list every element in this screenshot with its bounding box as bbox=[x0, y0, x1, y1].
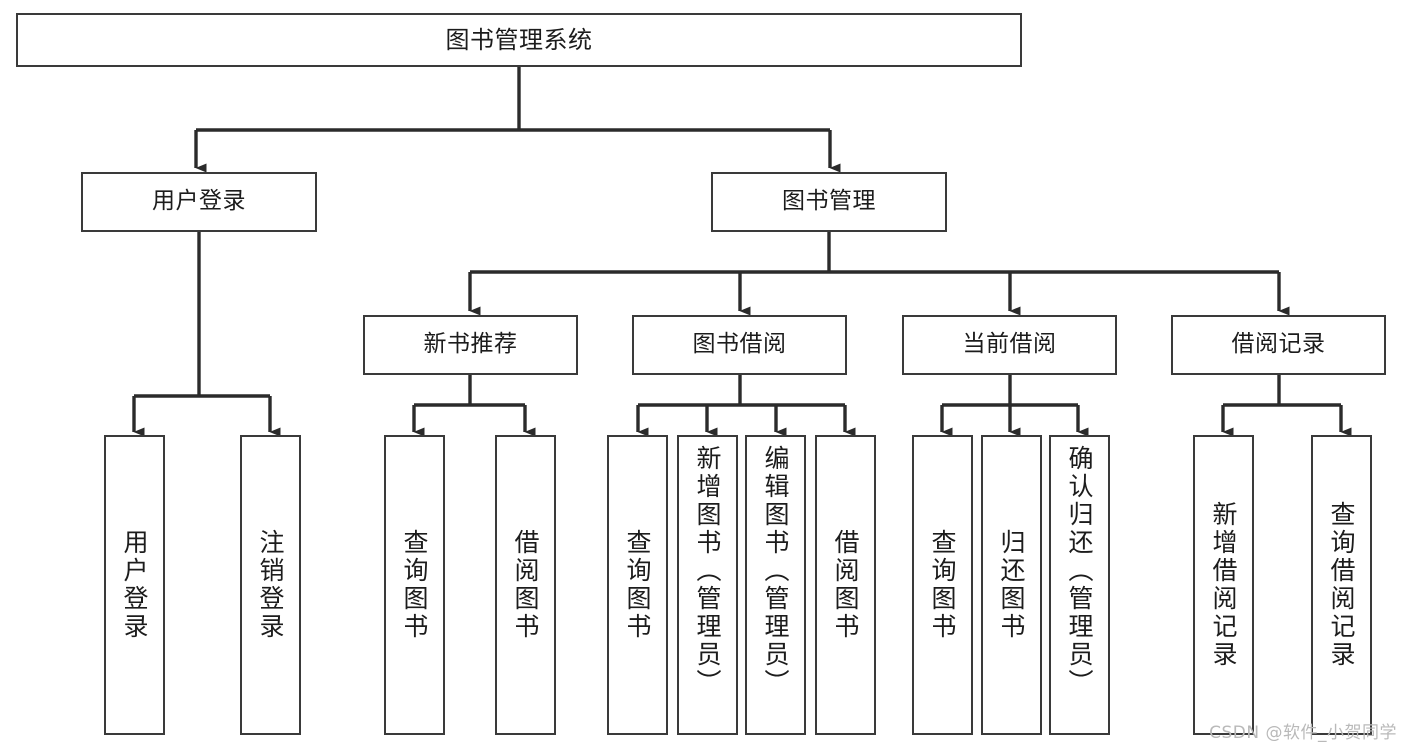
node-book-management[interactable]: 图书管理 bbox=[711, 172, 947, 232]
node-label: 借阅记录 bbox=[1231, 331, 1326, 358]
leaf-new-book-query[interactable]: 查询图书 bbox=[384, 435, 445, 735]
node-label: 查询借阅记录 bbox=[1327, 501, 1356, 669]
node-label: 注销登录 bbox=[256, 529, 285, 641]
node-current-borrow[interactable]: 当前借阅 bbox=[902, 315, 1117, 375]
node-label: 归还图书 bbox=[997, 529, 1026, 641]
node-label: 查询图书 bbox=[623, 529, 652, 641]
node-label: 用户登录 bbox=[120, 529, 149, 641]
node-label: 借阅图书 bbox=[831, 529, 860, 641]
node-label: 新增借阅记录 bbox=[1209, 501, 1238, 669]
node-label: 当前借阅 bbox=[962, 331, 1057, 358]
node-label: 图书管理系统 bbox=[445, 25, 593, 54]
node-label: 图书借阅 bbox=[692, 331, 787, 358]
leaf-record-add-record[interactable]: 新增借阅记录 bbox=[1193, 435, 1254, 735]
node-borrow-record[interactable]: 借阅记录 bbox=[1171, 315, 1386, 375]
node-new-book-recommend[interactable]: 新书推荐 bbox=[363, 315, 578, 375]
leaf-current-query-book[interactable]: 查询图书 bbox=[912, 435, 973, 735]
leaf-borrow-borrow-book[interactable]: 借阅图书 bbox=[815, 435, 876, 735]
leaf-current-return-book[interactable]: 归还图书 bbox=[981, 435, 1042, 735]
leaf-user-login-login[interactable]: 用户登录 bbox=[104, 435, 165, 735]
node-label: 新增图书（管理员） bbox=[693, 445, 722, 697]
node-label: 确认归还（管理员） bbox=[1065, 445, 1094, 697]
leaf-record-query-record[interactable]: 查询借阅记录 bbox=[1311, 435, 1372, 735]
node-label: 图书管理 bbox=[782, 188, 876, 215]
node-label: 查询图书 bbox=[928, 529, 957, 641]
node-label: 用户登录 bbox=[152, 188, 246, 215]
node-label: 新书推荐 bbox=[423, 331, 518, 358]
leaf-current-confirm-return-admin[interactable]: 确认归还（管理员） bbox=[1049, 435, 1110, 735]
node-label: 查询图书 bbox=[400, 529, 429, 641]
leaf-borrow-add-book-admin[interactable]: 新增图书（管理员） bbox=[677, 435, 738, 735]
node-book-borrow[interactable]: 图书借阅 bbox=[632, 315, 847, 375]
node-label: 编辑图书（管理员） bbox=[761, 445, 790, 697]
csdn-watermark: CSDN @软件_小贺同学 bbox=[1209, 723, 1397, 743]
node-root-system[interactable]: 图书管理系统 bbox=[16, 13, 1022, 67]
leaf-user-login-logout[interactable]: 注销登录 bbox=[240, 435, 301, 735]
node-user-login[interactable]: 用户登录 bbox=[81, 172, 317, 232]
leaf-new-book-borrow[interactable]: 借阅图书 bbox=[495, 435, 556, 735]
leaf-borrow-query-book[interactable]: 查询图书 bbox=[607, 435, 668, 735]
node-label: 借阅图书 bbox=[511, 529, 540, 641]
leaf-borrow-edit-book-admin[interactable]: 编辑图书（管理员） bbox=[745, 435, 806, 735]
